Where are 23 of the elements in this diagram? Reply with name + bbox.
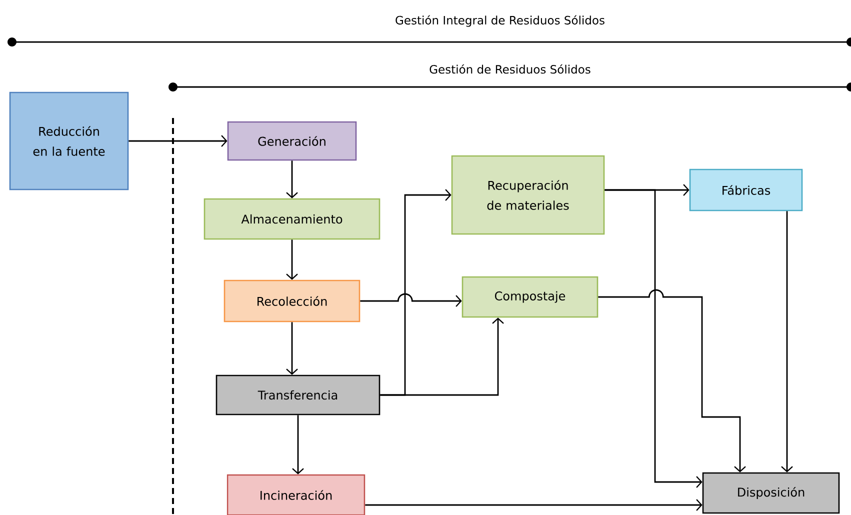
arrow — [286, 322, 298, 375]
process-box: Incineración — [226, 474, 366, 515]
arrow — [380, 318, 504, 396]
process-box: Fábricas — [689, 168, 803, 212]
process-box: Compostaje — [462, 276, 598, 318]
arrow — [365, 499, 702, 511]
arrow — [128, 135, 228, 147]
arrow — [360, 293, 462, 307]
arrow — [781, 211, 793, 472]
process-box: Generación — [227, 121, 357, 161]
arrow — [598, 289, 746, 472]
process-box: Disposición — [702, 472, 840, 514]
span-label: Gestión Integral de Residuos Sólidos — [396, 15, 604, 27]
process-box: Reducción en la fuente — [9, 92, 129, 190]
process-box: Recolección — [224, 280, 360, 322]
process-box: Transferencia — [216, 374, 380, 416]
arrow — [286, 240, 298, 280]
process-box: Almacenamiento — [204, 198, 380, 240]
arrow — [286, 160, 298, 198]
arrow — [604, 189, 702, 488]
process-box: Recuperación de materiales — [451, 155, 605, 235]
arrow — [292, 415, 304, 474]
span-label: Gestión de Residuos Sólidos — [430, 64, 590, 74]
